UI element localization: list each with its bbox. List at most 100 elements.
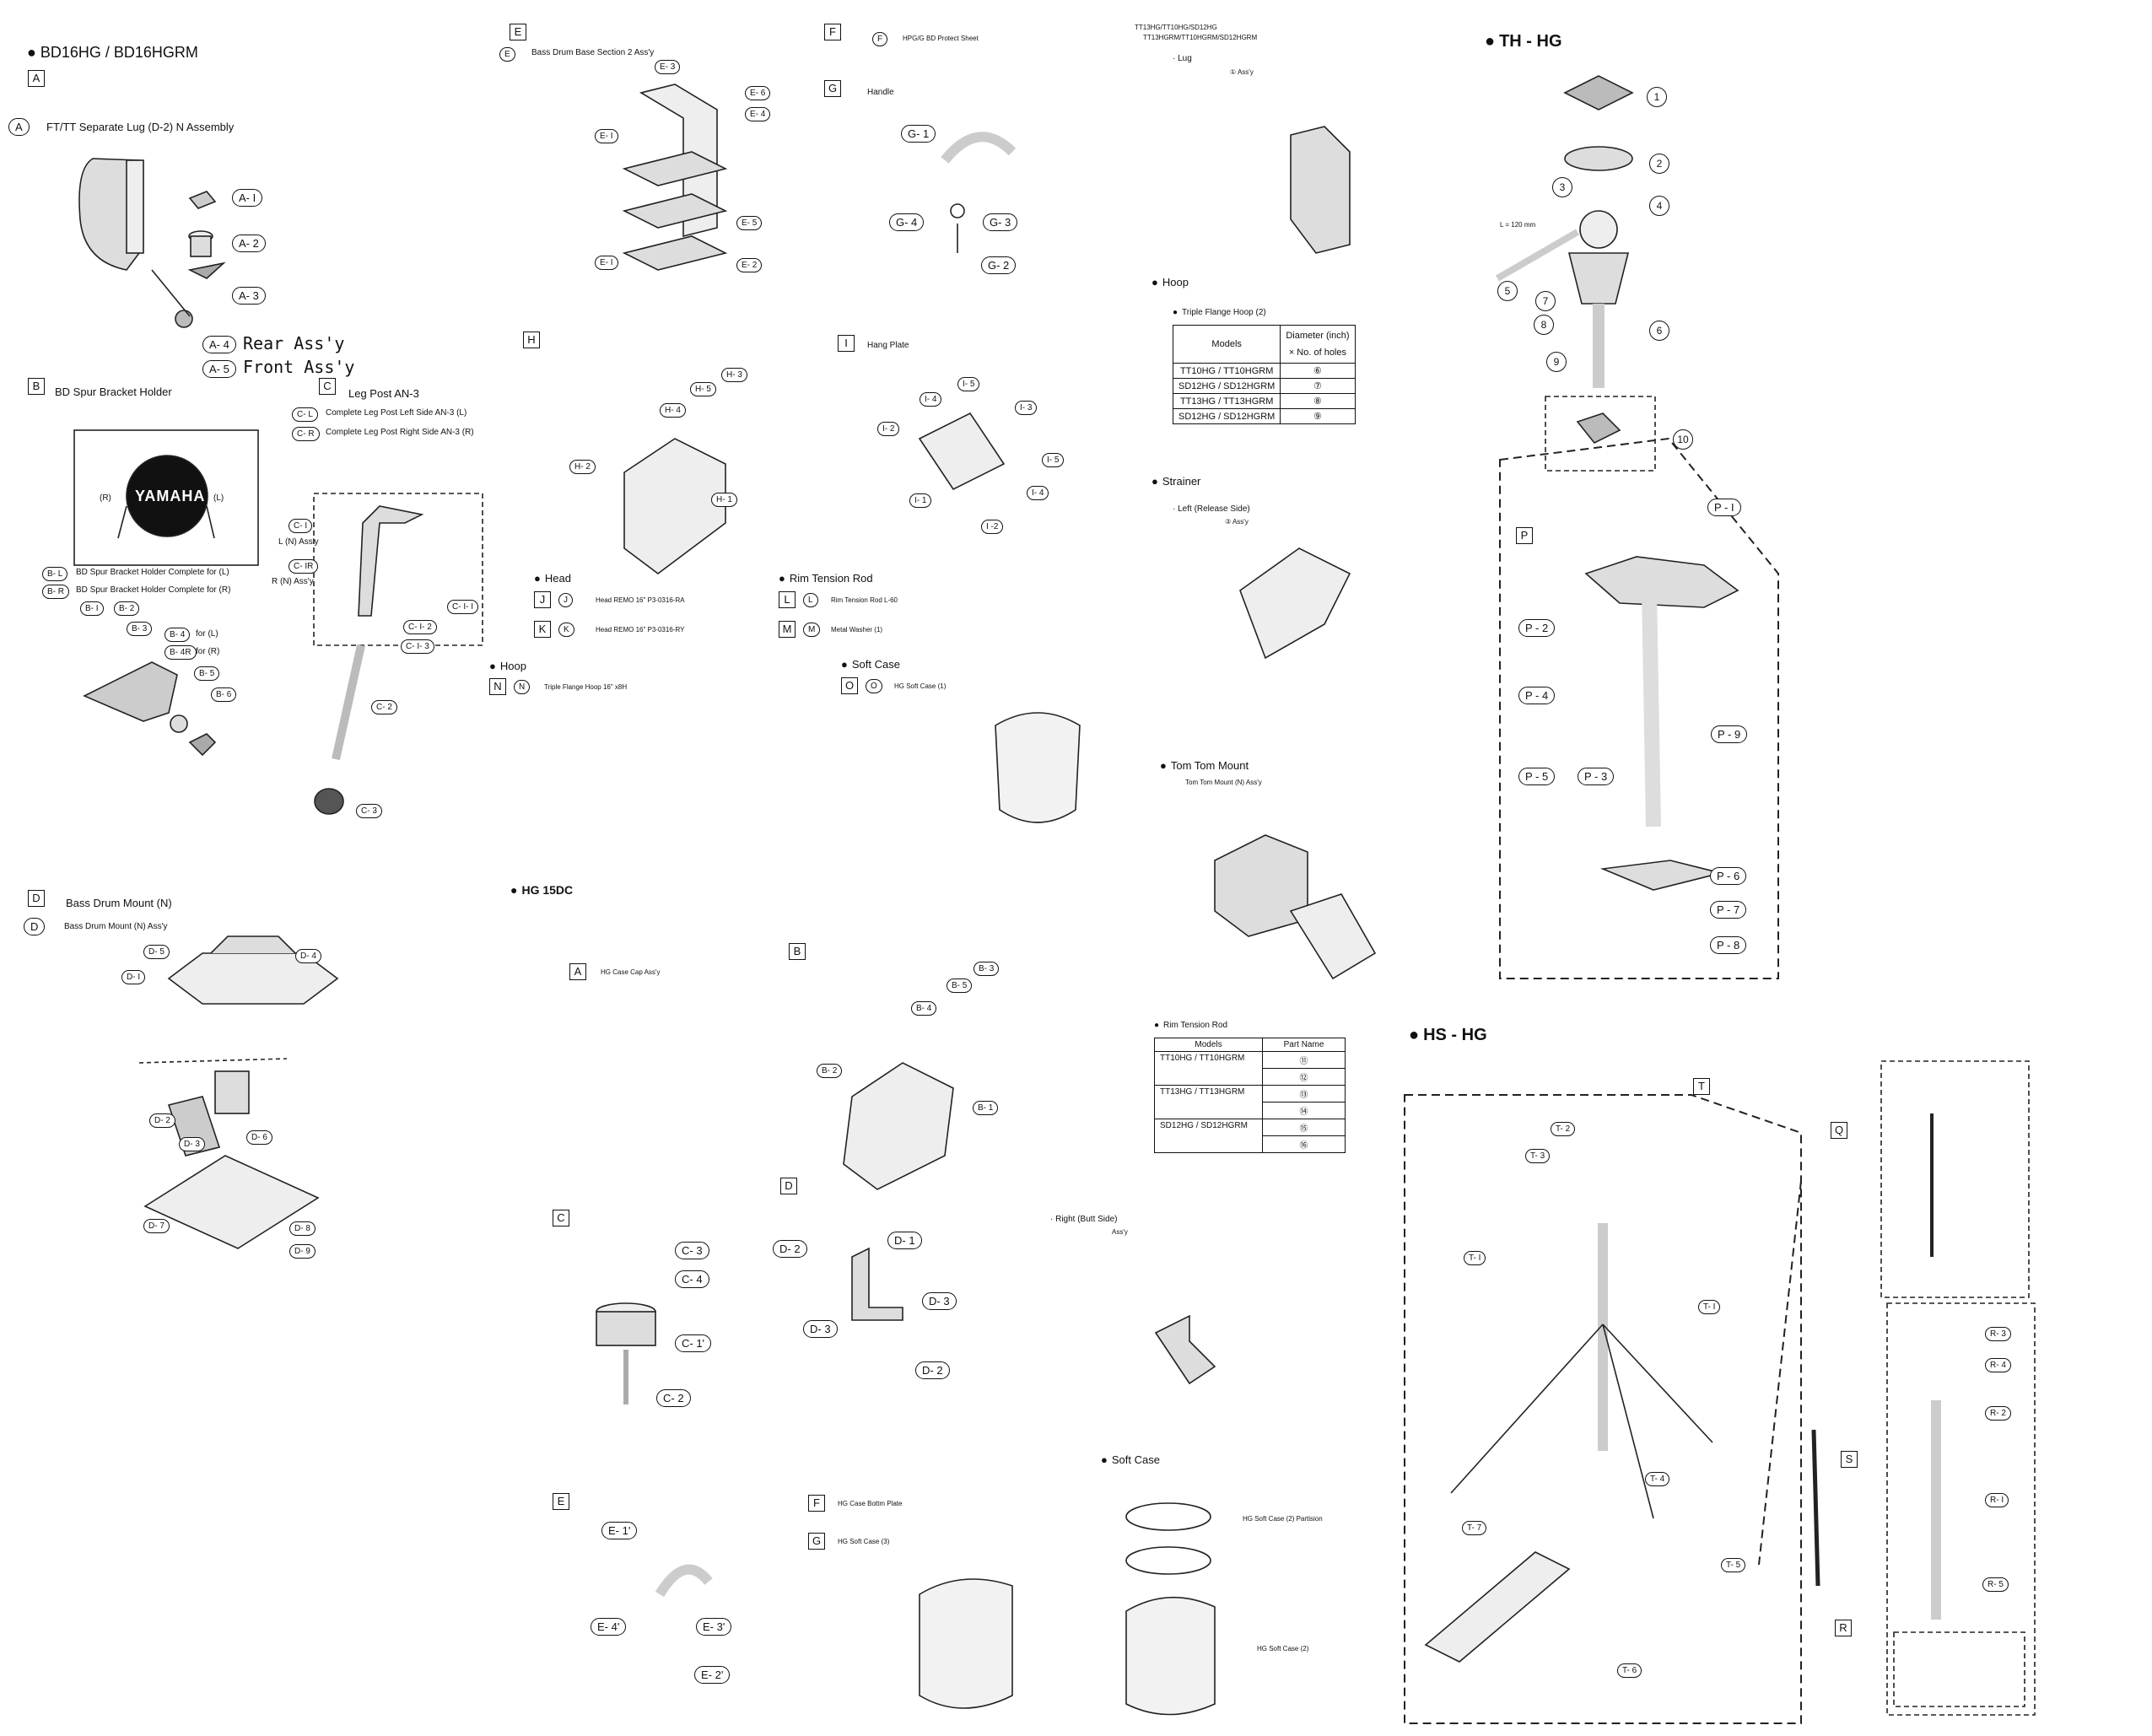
hoop-th-diameter: Diameter (inch) xyxy=(1280,325,1356,344)
hoop-model: TT13HG / TT13HGRM xyxy=(1172,393,1281,409)
hs-t1b: T- I xyxy=(1698,1300,1721,1314)
part-i4a: I- 4 xyxy=(920,392,942,407)
th-p3: P - 3 xyxy=(1578,768,1615,785)
models-line2: TT13HGRM/TT10HGRM/SD12HGRM xyxy=(1143,34,1258,41)
models-line1: TT13HG/TT10HG/SD12HG xyxy=(1135,24,1217,31)
part-d5: D- 5 xyxy=(143,945,170,959)
head-title: Head xyxy=(534,572,571,585)
part-d8: D- 8 xyxy=(289,1221,316,1236)
hg15-b5: B- 5 xyxy=(947,979,973,993)
part-b6: B- 6 xyxy=(211,687,237,702)
br-desc: BD Spur Bracket Holder Complete for (R) xyxy=(76,585,231,595)
part-e6: E- 6 xyxy=(745,86,771,100)
left-release-assy: ③ Ass'y xyxy=(1225,518,1249,526)
s2-f-box: F xyxy=(824,24,841,40)
hg15-b-box: B xyxy=(789,943,806,960)
hg15-d1: D- 1 xyxy=(887,1232,922,1249)
rim-num: ⑮ xyxy=(1262,1119,1346,1136)
hoop-model: SD12HG / SD12HGRM xyxy=(1172,378,1281,394)
hs-hg-title: HS - HG xyxy=(1409,1026,1487,1045)
s2-i-box: I xyxy=(838,335,855,352)
hs-t-box: T xyxy=(1693,1078,1710,1095)
part-c2: C- 2 xyxy=(371,700,397,714)
rim-l-text: Rim Tension Rod L-60 xyxy=(831,596,898,604)
handle-title: Handle xyxy=(867,88,894,97)
hg15-b1: B- 1 xyxy=(973,1101,999,1115)
head-j-text: Head REMO 16" P3-0316-RA xyxy=(596,596,685,604)
length-label: L = 120 mm xyxy=(1500,221,1536,229)
rim-rod-title-s3: Rim Tension Rod xyxy=(1154,1021,1227,1030)
section-a-box: A xyxy=(28,70,45,87)
rim-l-oval: L xyxy=(803,593,818,607)
part-d6: D- 6 xyxy=(246,1130,272,1145)
left-release-title: · Left (Release Side) xyxy=(1173,504,1250,514)
hg15-d2a: D- 2 xyxy=(773,1240,807,1258)
hg15-d2b: D- 2 xyxy=(915,1361,950,1379)
cr-desc: Complete Leg Post Right Side AN-3 (R) xyxy=(326,428,474,437)
rim-m-oval: M xyxy=(803,623,821,637)
rim-th-part: Part Name xyxy=(1262,1038,1346,1052)
hg15-e4p: E- 4' xyxy=(591,1618,627,1636)
hs-r1: R- I xyxy=(1985,1493,2009,1507)
softcase-o-oval: O xyxy=(866,679,882,693)
bd-mount-assy: Bass Drum Mount (N) Ass'y xyxy=(64,922,168,931)
hoop-num: ⑥ xyxy=(1280,363,1356,379)
hs-t1a: T- I xyxy=(1464,1251,1486,1265)
right-butt-title: · Right (Butt Side) xyxy=(1050,1215,1118,1224)
th-part-4: 4 xyxy=(1649,196,1669,216)
tom-mount-assy: Tom Tom Mount (N) Ass'y xyxy=(1185,779,1262,786)
rim-num: ⑪ xyxy=(1262,1051,1346,1069)
hs-r3: R- 3 xyxy=(1985,1327,2011,1341)
part-d3: D- 3 xyxy=(179,1137,205,1151)
hoop-model: TT10HG / TT10HGRM xyxy=(1172,363,1281,379)
hg15-d3b: D- 3 xyxy=(922,1292,957,1310)
th-p8: P - 8 xyxy=(1710,936,1747,954)
hoop-num: ⑦ xyxy=(1280,378,1356,394)
part-i1: I- 1 xyxy=(909,493,932,508)
hg15-b2: B- 2 xyxy=(817,1064,843,1078)
head-k-text: Head REMO 16" P3-0316-RY xyxy=(596,626,685,633)
hg15-c3: C- 3 xyxy=(675,1242,709,1259)
b4r-for: for (R) xyxy=(196,647,220,656)
rim-m-box: M xyxy=(779,621,796,638)
hoop-num: ⑨ xyxy=(1280,408,1356,424)
part-c12: C- I- 2 xyxy=(403,620,437,634)
th-p1: P - I xyxy=(1707,499,1741,516)
s2-g-box: G xyxy=(824,80,841,97)
part-c1: C- I xyxy=(289,519,313,533)
hs-t7: T- 7 xyxy=(1462,1521,1487,1535)
part-e1a: E- I xyxy=(595,129,618,143)
leg-post-title: Leg Post AN-3 xyxy=(348,387,419,400)
part-a1: A- I xyxy=(232,189,263,207)
tom-mount-title: Tom Tom Mount xyxy=(1160,759,1249,772)
th-part-1: 1 xyxy=(1647,87,1667,107)
hg15-f-box: F xyxy=(808,1495,825,1512)
softcase-o-box: O xyxy=(841,677,858,694)
c1-l-assy: L (N) Ass'y xyxy=(278,537,319,547)
part-i5a: I- 5 xyxy=(957,377,980,391)
hg15-g-text: HG Soft Case (3) xyxy=(838,1538,890,1545)
th-p7: P - 7 xyxy=(1710,901,1747,919)
part-e1b: E- I xyxy=(595,256,618,270)
bd-base-title: Bass Drum Base Section 2 Ass'y xyxy=(531,48,655,57)
rim-model: TT10HG / TT10HGRM xyxy=(1154,1051,1263,1086)
right-butt-assy: Ass'y xyxy=(1112,1228,1128,1236)
hg15-f-text: HG Case Bottm Plate xyxy=(838,1500,903,1507)
hg15-d3a: D- 3 xyxy=(803,1320,838,1338)
th-part-5: 5 xyxy=(1497,281,1518,301)
hoop-n-text: Triple Flange Hoop 16" x8H xyxy=(544,683,628,691)
cl-desc: Complete Leg Post Left Side AN-3 (L) xyxy=(326,408,467,418)
head-k-box: K xyxy=(534,621,551,638)
part-d9: D- 9 xyxy=(289,1244,316,1259)
part-e5: E- 5 xyxy=(736,216,763,230)
hoop-th-holes: × No. of holes xyxy=(1280,344,1356,364)
part-cr: C- R xyxy=(292,427,320,441)
part-b4: B- 4 xyxy=(165,628,191,642)
part-i2a: I- 2 xyxy=(877,422,900,436)
triple-flange-title: Triple Flange Hoop (2) xyxy=(1173,308,1266,317)
part-c1r: C- IR xyxy=(289,559,319,574)
part-c13: C- I- 3 xyxy=(401,639,434,654)
